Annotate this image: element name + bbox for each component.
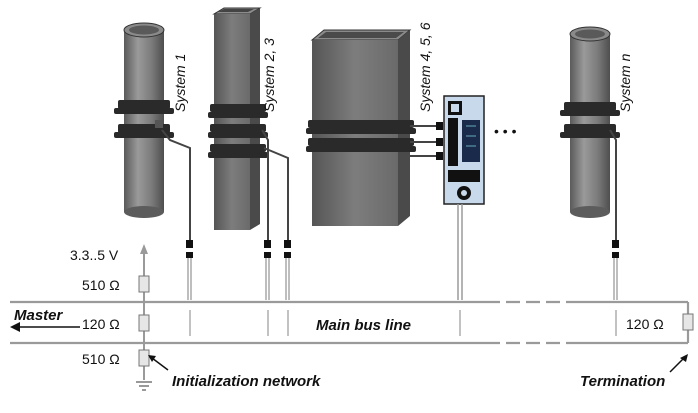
- resistor-510-bottom-label: 510 Ω: [82, 351, 120, 367]
- system-n-pipe: [560, 26, 620, 240]
- resistor-510-top-label: 510 Ω: [82, 277, 120, 293]
- drop-lines: [187, 258, 618, 300]
- master-label: Master: [14, 307, 64, 324]
- system-2-3-duct: [208, 7, 289, 240]
- display-unit: [443, 95, 485, 300]
- termination-arrow-icon: [669, 354, 688, 373]
- initialization-network: [136, 244, 152, 391]
- initialization-network-label: Initialization network: [172, 373, 321, 390]
- ground-icon: [136, 381, 152, 391]
- resistor-510-top: [138, 275, 150, 293]
- system-2-3-label: System 2, 3: [261, 38, 277, 112]
- system-1-pipe: [114, 22, 191, 240]
- resistor-120-master: [138, 314, 150, 332]
- termination-resistor-label: 120 Ω: [626, 316, 664, 332]
- system-4-5-6-clamps: [306, 120, 416, 152]
- resistor-120-master-label: 120 Ω: [82, 316, 120, 332]
- system-n-clamp: [560, 102, 620, 138]
- master-arrow-icon: [10, 322, 80, 332]
- system-2-3-clamps: [208, 104, 268, 158]
- termination-label: Termination: [580, 373, 665, 390]
- init-network-arrow-icon: [148, 355, 169, 371]
- resistor-510-bottom: [138, 349, 150, 367]
- system-n-label: System n: [617, 53, 633, 112]
- supply-voltage-label: 3.3..5 V: [70, 247, 119, 263]
- system-1-label: System 1: [172, 54, 188, 112]
- bus-taps: [189, 310, 617, 336]
- main-bus-line: [10, 300, 690, 345]
- system-1-clamp: [114, 100, 174, 138]
- more-systems-ellipsis: • • •: [494, 123, 517, 139]
- termination-resistor: [682, 313, 694, 331]
- system-4-5-6-duct: [306, 29, 443, 226]
- system-4-5-6-label: System 4, 5, 6: [417, 22, 433, 112]
- drop-connectors: [186, 240, 619, 258]
- main-bus-line-label: Main bus line: [316, 317, 411, 334]
